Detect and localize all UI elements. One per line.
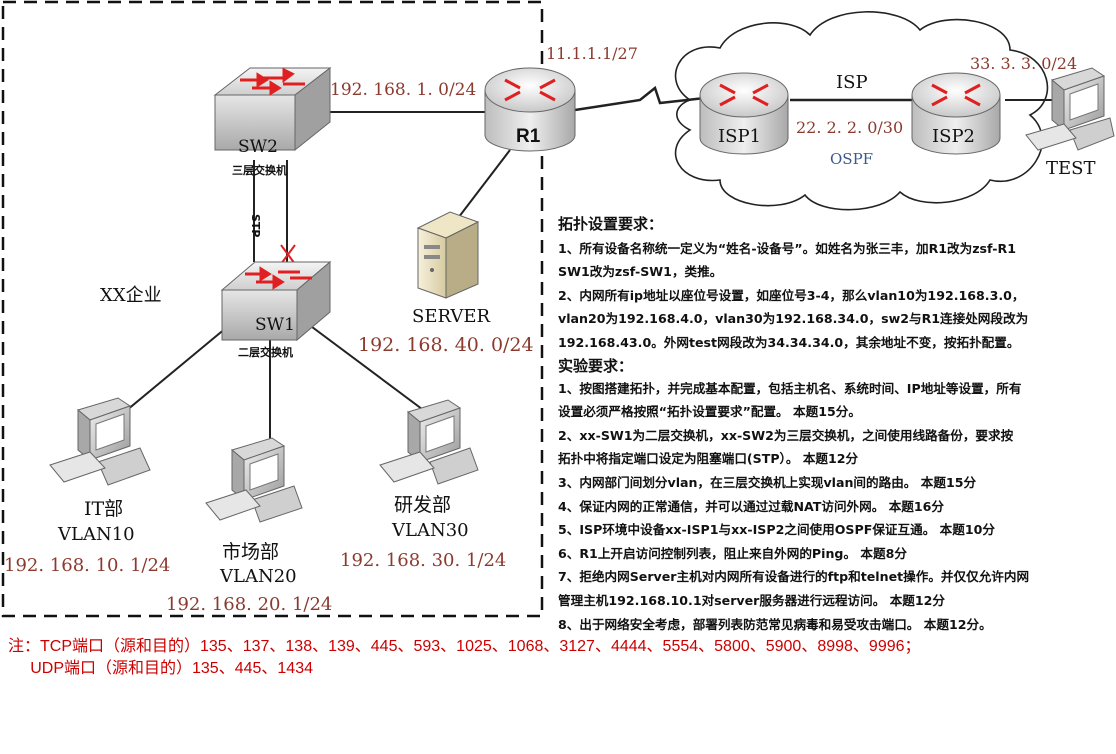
experiment-requirement-line: 3、内网部门间划分vlan，在三层交换机上实现vlan间的路由。 本题15分 — [558, 474, 977, 490]
market-pc-icon — [205, 437, 303, 523]
test-subnet-label: 33. 3. 3. 0/24 — [970, 54, 1078, 73]
link-r1-isp1-serial — [574, 85, 706, 112]
topology-requirement-line: 2、内网所有ip地址以座位号设置，如座位号3-4，那么vlan10为192.16… — [558, 287, 1025, 303]
market-vlan-label: VLAN20 — [220, 566, 297, 587]
rd-vlan-label: VLAN30 — [392, 520, 469, 541]
r1-router-icon — [484, 67, 576, 152]
tcp-ports-note: 注：TCP端口（源和目的）135、137、138、139、445、593、102… — [8, 638, 921, 655]
test-name-label: TEST — [1046, 158, 1096, 179]
experiment-requirement-line: 拓扑中将指定端口设定为阻塞端口(STP）。 本题12分 — [558, 451, 859, 467]
market-subnet-label: 192. 168. 20. 1/24 — [166, 594, 333, 615]
sw1-switch-icon — [220, 260, 332, 342]
test-pc-icon — [1025, 67, 1115, 151]
experiment-requirement-line: 管理主机192.168.10.1对server服务器进行远程访问。 本题12分 — [558, 592, 946, 608]
r1-name-label: R1 — [516, 126, 541, 147]
experiment-requirement-line: 8、出于网络安全考虑，部署列表防范常见病毒和易受攻击端口。 本题12分。 — [558, 616, 992, 632]
isp1-name-label: ISP1 — [718, 126, 762, 147]
sw1-name-label: SW1 — [255, 315, 295, 335]
sw2-type-label: 三层交换机 — [232, 164, 287, 177]
ospf-label: OSPF — [830, 150, 874, 168]
experiment-requirements-title: 实验要求： — [558, 356, 634, 375]
udp-ports-note: UDP端口（源和目的）135、445、1434 — [8, 660, 313, 677]
link-sw1-it — [114, 317, 239, 421]
r1-lan-subnet-label: 192. 168. 1. 0/24 — [330, 80, 477, 100]
isp-link-subnet-label: 22. 2. 2. 0/30 — [796, 118, 904, 137]
topology-requirement-line: 1、所有设备名称统一定义为“姓名-设备号”。如姓名为张三丰，加R1改为zsf-R… — [558, 240, 1016, 256]
experiment-requirement-line: 7、拒绝内网Server主机对内网所有设备进行的ftp和telnet操作。并仅仅… — [558, 569, 1030, 585]
rd-pc-icon — [379, 399, 479, 485]
link-sw1-rd — [299, 317, 431, 416]
topology-requirement-line: SW1改为zsf-SW1，类推。 — [558, 264, 723, 280]
enterprise-label: XX企业 — [100, 285, 162, 306]
r1-wan-ip-label: 11.1.1.1/27 — [546, 44, 638, 63]
experiment-requirement-line: 设置必须严格按照“拓扑设置要求”配置。 本题15分。 — [558, 404, 861, 420]
port-note: 注：TCP端口（源和目的）135、137、138、139、445、593、102… — [8, 636, 921, 680]
experiment-requirement-line: 6、R1上开启访问控制列表，阻止来自外网的Ping。 本题8分 — [558, 545, 907, 561]
rd-dept-label: 研发部 — [394, 494, 452, 516]
isp2-router-icon — [911, 72, 1001, 155]
requirements-panel: 拓扑设置要求： 1、所有设备名称统一定义为“姓名-设备号”。如姓名为张三丰，加R… — [558, 213, 1110, 636]
enterprise-boundary — [1, 0, 544, 618]
sw2-name-label: SW2 — [238, 137, 278, 157]
isp-cloud-label: ISP — [836, 72, 868, 93]
sw1-type-label: 二层交换机 — [238, 346, 293, 359]
server-icon — [416, 211, 480, 299]
experiment-requirement-line: 4、保证内网的正常通信，并可以通过过载NAT访问外网。 本题16分 — [558, 498, 945, 514]
experiment-requirement-line: 1、按图搭建拓扑，并完成基本配置，包括主机名、系统时间、IP地址等设置，所有 — [558, 380, 1022, 396]
market-dept-label: 市场部 — [222, 541, 280, 563]
isp2-name-label: ISP2 — [932, 126, 976, 147]
it-vlan-label: VLAN10 — [58, 524, 135, 545]
it-subnet-label: 192. 168. 10. 1/24 — [4, 555, 171, 576]
server-subnet-label: 192. 168. 40. 0/24 — [358, 334, 534, 356]
rd-subnet-label: 192. 168. 30. 1/24 — [340, 550, 507, 571]
stp-label: STP — [249, 214, 262, 238]
topology-requirements-title: 拓扑设置要求： — [558, 215, 664, 233]
experiment-requirement-line: 2、xx-SW1为二层交换机，xx-SW2为三层交换机，之间使用线路备份，要求按 — [558, 427, 1014, 443]
experiment-requirement-line: 5、ISP环境中设备xx-ISP1与xx-ISP2之间使用OSPF保证互通。 本… — [558, 522, 995, 538]
isp1-router-icon — [699, 72, 789, 155]
it-dept-label: IT部 — [84, 498, 124, 520]
it-pc-icon — [49, 397, 151, 486]
server-name-label: SERVER — [412, 306, 491, 327]
topology-requirement-line: vlan20为192.168.4.0，vlan30为192.168.34.0，s… — [558, 311, 1029, 327]
sw2-switch-icon — [213, 66, 332, 152]
topology-requirement-line: 192.168.43.0。外网test网段改为34.34.34.0，其余地址不变… — [558, 334, 1020, 350]
link-r1-server — [451, 149, 511, 227]
stp-blocked-mark — [280, 244, 296, 265]
